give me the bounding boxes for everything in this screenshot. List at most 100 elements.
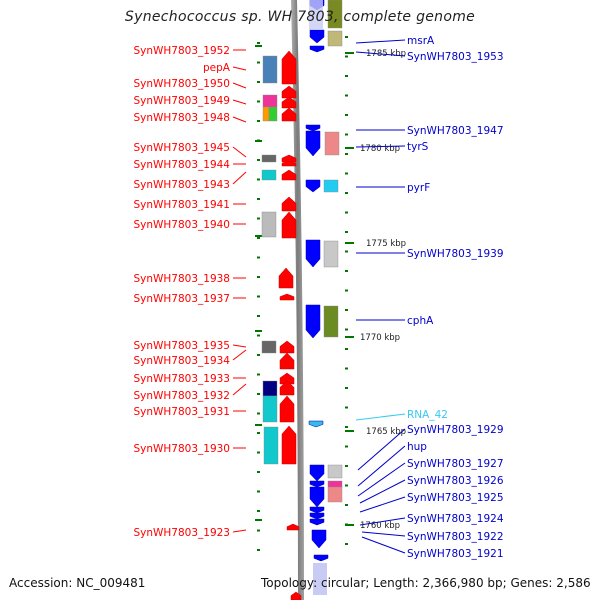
- forward-gene-arrow: [281, 96, 297, 109]
- forward-gene-arrow: [281, 107, 297, 122]
- forward-gene-arrow: [281, 196, 297, 212]
- gene-label[interactable]: SynWH7803_1931: [133, 406, 230, 418]
- reverse-gene-arrow: [309, 506, 325, 514]
- minor-tick-left: [257, 237, 260, 239]
- gene-label[interactable]: SynWH7803_1947: [407, 125, 504, 137]
- label-leader-line: [355, 51, 406, 57]
- gene-label[interactable]: SynWH7803_1944: [133, 159, 230, 171]
- gene-label[interactable]: pyrF: [407, 182, 430, 194]
- gene-label[interactable]: SynWH7803_1941: [133, 199, 230, 211]
- gene-label[interactable]: SynWH7803_1948: [133, 112, 230, 124]
- genome-summary: Topology: circular; Length: 2,366,980 bp…: [261, 576, 591, 590]
- gene-label[interactable]: SynWH7803_1924: [407, 513, 504, 525]
- minor-tick-left: [257, 120, 260, 122]
- gene-label[interactable]: tyrS: [407, 141, 429, 153]
- gene-label[interactable]: SynWH7803_1923: [133, 527, 230, 539]
- gene-label[interactable]: SynWH7803_1930: [133, 443, 230, 455]
- cog-category-box: [327, 30, 343, 47]
- minor-tick-right: [345, 387, 348, 389]
- gene-label[interactable]: SynWH7803_1926: [407, 475, 504, 487]
- minor-tick-right: [345, 348, 348, 350]
- cog-category-box: [261, 340, 277, 354]
- gene-label[interactable]: SynWH7803_1933: [133, 373, 230, 385]
- gene-label[interactable]: SynWH7803_1945: [133, 142, 230, 154]
- gene-label[interactable]: SynWH7803_1939: [407, 248, 504, 260]
- label-leader-line: [232, 116, 247, 123]
- reverse-gene-arrow-faded: [309, 0, 323, 30]
- gene-label[interactable]: SynWH7803_1927: [407, 458, 504, 470]
- gene-label[interactable]: SynWH7803_1938: [133, 273, 230, 285]
- label-leader-line: [232, 82, 247, 89]
- gene-label[interactable]: SynWH7803_1934: [133, 355, 230, 367]
- minor-tick-right: [345, 114, 348, 116]
- gene-label[interactable]: SynWH7803_1932: [133, 390, 230, 402]
- gene-label[interactable]: pepA: [203, 62, 231, 74]
- major-tick-right: [345, 147, 354, 149]
- minor-tick-left: [257, 178, 260, 181]
- major-tick-right: [345, 524, 354, 526]
- major-tick-right: [345, 52, 354, 54]
- rna-feature-arrow: [308, 420, 324, 428]
- gene-label[interactable]: SynWH7803_1921: [407, 548, 504, 560]
- minor-tick-right: [345, 55, 348, 58]
- gene-label[interactable]: SynWH7803_1929: [407, 424, 504, 436]
- minor-tick-right: [345, 94, 348, 97]
- gene-label[interactable]: SynWH7803_1935: [133, 340, 230, 352]
- minor-tick-left: [257, 432, 260, 434]
- forward-gene-arrow: [281, 85, 297, 99]
- label-leader-line: [361, 531, 406, 537]
- minor-tick-left: [257, 373, 260, 376]
- gene-label[interactable]: SynWH7803_1952: [133, 45, 230, 57]
- minor-tick-right: [345, 172, 348, 175]
- gene-label[interactable]: SynWH7803_1922: [407, 531, 504, 543]
- forward-gene-arrow: [286, 523, 300, 531]
- minor-tick-left: [257, 471, 260, 473]
- gene-label[interactable]: msrA: [407, 35, 435, 47]
- label-leader-line: [232, 99, 247, 105]
- cog-category-box: [261, 169, 277, 181]
- tick-label: 1760 kbp: [360, 521, 400, 531]
- label-leader-line: [357, 445, 406, 487]
- minor-tick-left: [257, 510, 260, 512]
- forward-gene-arrow: [278, 267, 294, 289]
- minor-tick-right: [345, 36, 348, 38]
- tick-label: 1770 kbp: [360, 333, 400, 343]
- forward-gene-arrow: [279, 372, 295, 385]
- minor-tick-left: [257, 217, 260, 220]
- gene-label[interactable]: SynWH7803_1937: [133, 293, 230, 305]
- minor-tick-left: [257, 529, 260, 532]
- minor-tick-right: [345, 192, 348, 194]
- minor-tick-left: [257, 159, 260, 161]
- label-leader-line: [355, 39, 406, 44]
- gene-label[interactable]: SynWH7803_1950: [133, 78, 230, 90]
- gene-label[interactable]: SynWH7803_1953: [407, 51, 504, 63]
- gene-label[interactable]: RNA_42: [407, 409, 448, 421]
- forward-gene-arrow: [281, 160, 297, 167]
- reverse-gene-arrow: [309, 518, 325, 526]
- reverse-gene-arrow: [309, 464, 325, 482]
- cog-category-box: [323, 240, 339, 268]
- label-leader-line: [232, 66, 247, 71]
- minor-tick-right: [345, 445, 348, 448]
- minor-tick-left: [257, 315, 260, 317]
- minor-tick-right: [345, 211, 348, 214]
- label-leader-line: [359, 479, 406, 504]
- reverse-gene-arrow: [311, 529, 327, 549]
- gene-label[interactable]: hup: [407, 441, 427, 453]
- gene-label[interactable]: SynWH7803_1925: [407, 492, 504, 504]
- gene-label[interactable]: SynWH7803_1949: [133, 95, 230, 107]
- gene-label[interactable]: SynWH7803_1943: [133, 179, 230, 191]
- forward-gene-arrow: [279, 380, 295, 396]
- minor-tick-right: [345, 465, 348, 467]
- minor-tick-left: [257, 393, 260, 395]
- major-tick-right: [345, 242, 354, 244]
- minor-tick-left: [257, 451, 260, 454]
- reverse-gene-arrow: [305, 239, 321, 268]
- gene-label[interactable]: cphA: [407, 315, 434, 327]
- forward-gene-arrow: [290, 591, 302, 600]
- gene-label[interactable]: SynWH7803_1940: [133, 219, 230, 231]
- minor-tick-right: [345, 309, 348, 311]
- cog-category-box: [327, 480, 343, 488]
- cog-category-box: [268, 106, 278, 122]
